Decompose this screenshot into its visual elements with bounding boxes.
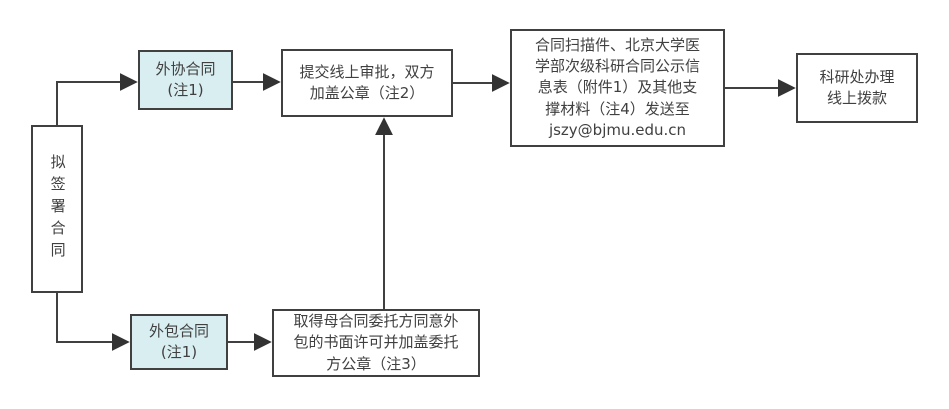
arrow-start-to-outsourcing-assist — [56, 73, 138, 125]
node-outsourcing-assist-contract: 外协合同 (注1) — [138, 50, 233, 110]
node-send-materials-email: 合同扫描件、北京大学医 学部次级科研合同公示信 息表（附件1）及其他支 撑材料（… — [510, 29, 725, 147]
node-draft-contract: 拟签署合同 — [31, 125, 83, 293]
node-parent-contract-consent: 取得母合同委托方同意外 包的书面许可并加盖委托 方公章（注3） — [272, 309, 480, 377]
node-subcontract: 外包合同 (注1) — [130, 314, 228, 370]
arrow-start-to-outsourcing-sub — [56, 293, 130, 351]
node-online-approval-seal: 提交线上审批，双方 加盖公章（注2） — [281, 49, 453, 117]
node-research-office-payment: 科研处办理 线上拨款 — [796, 53, 918, 123]
